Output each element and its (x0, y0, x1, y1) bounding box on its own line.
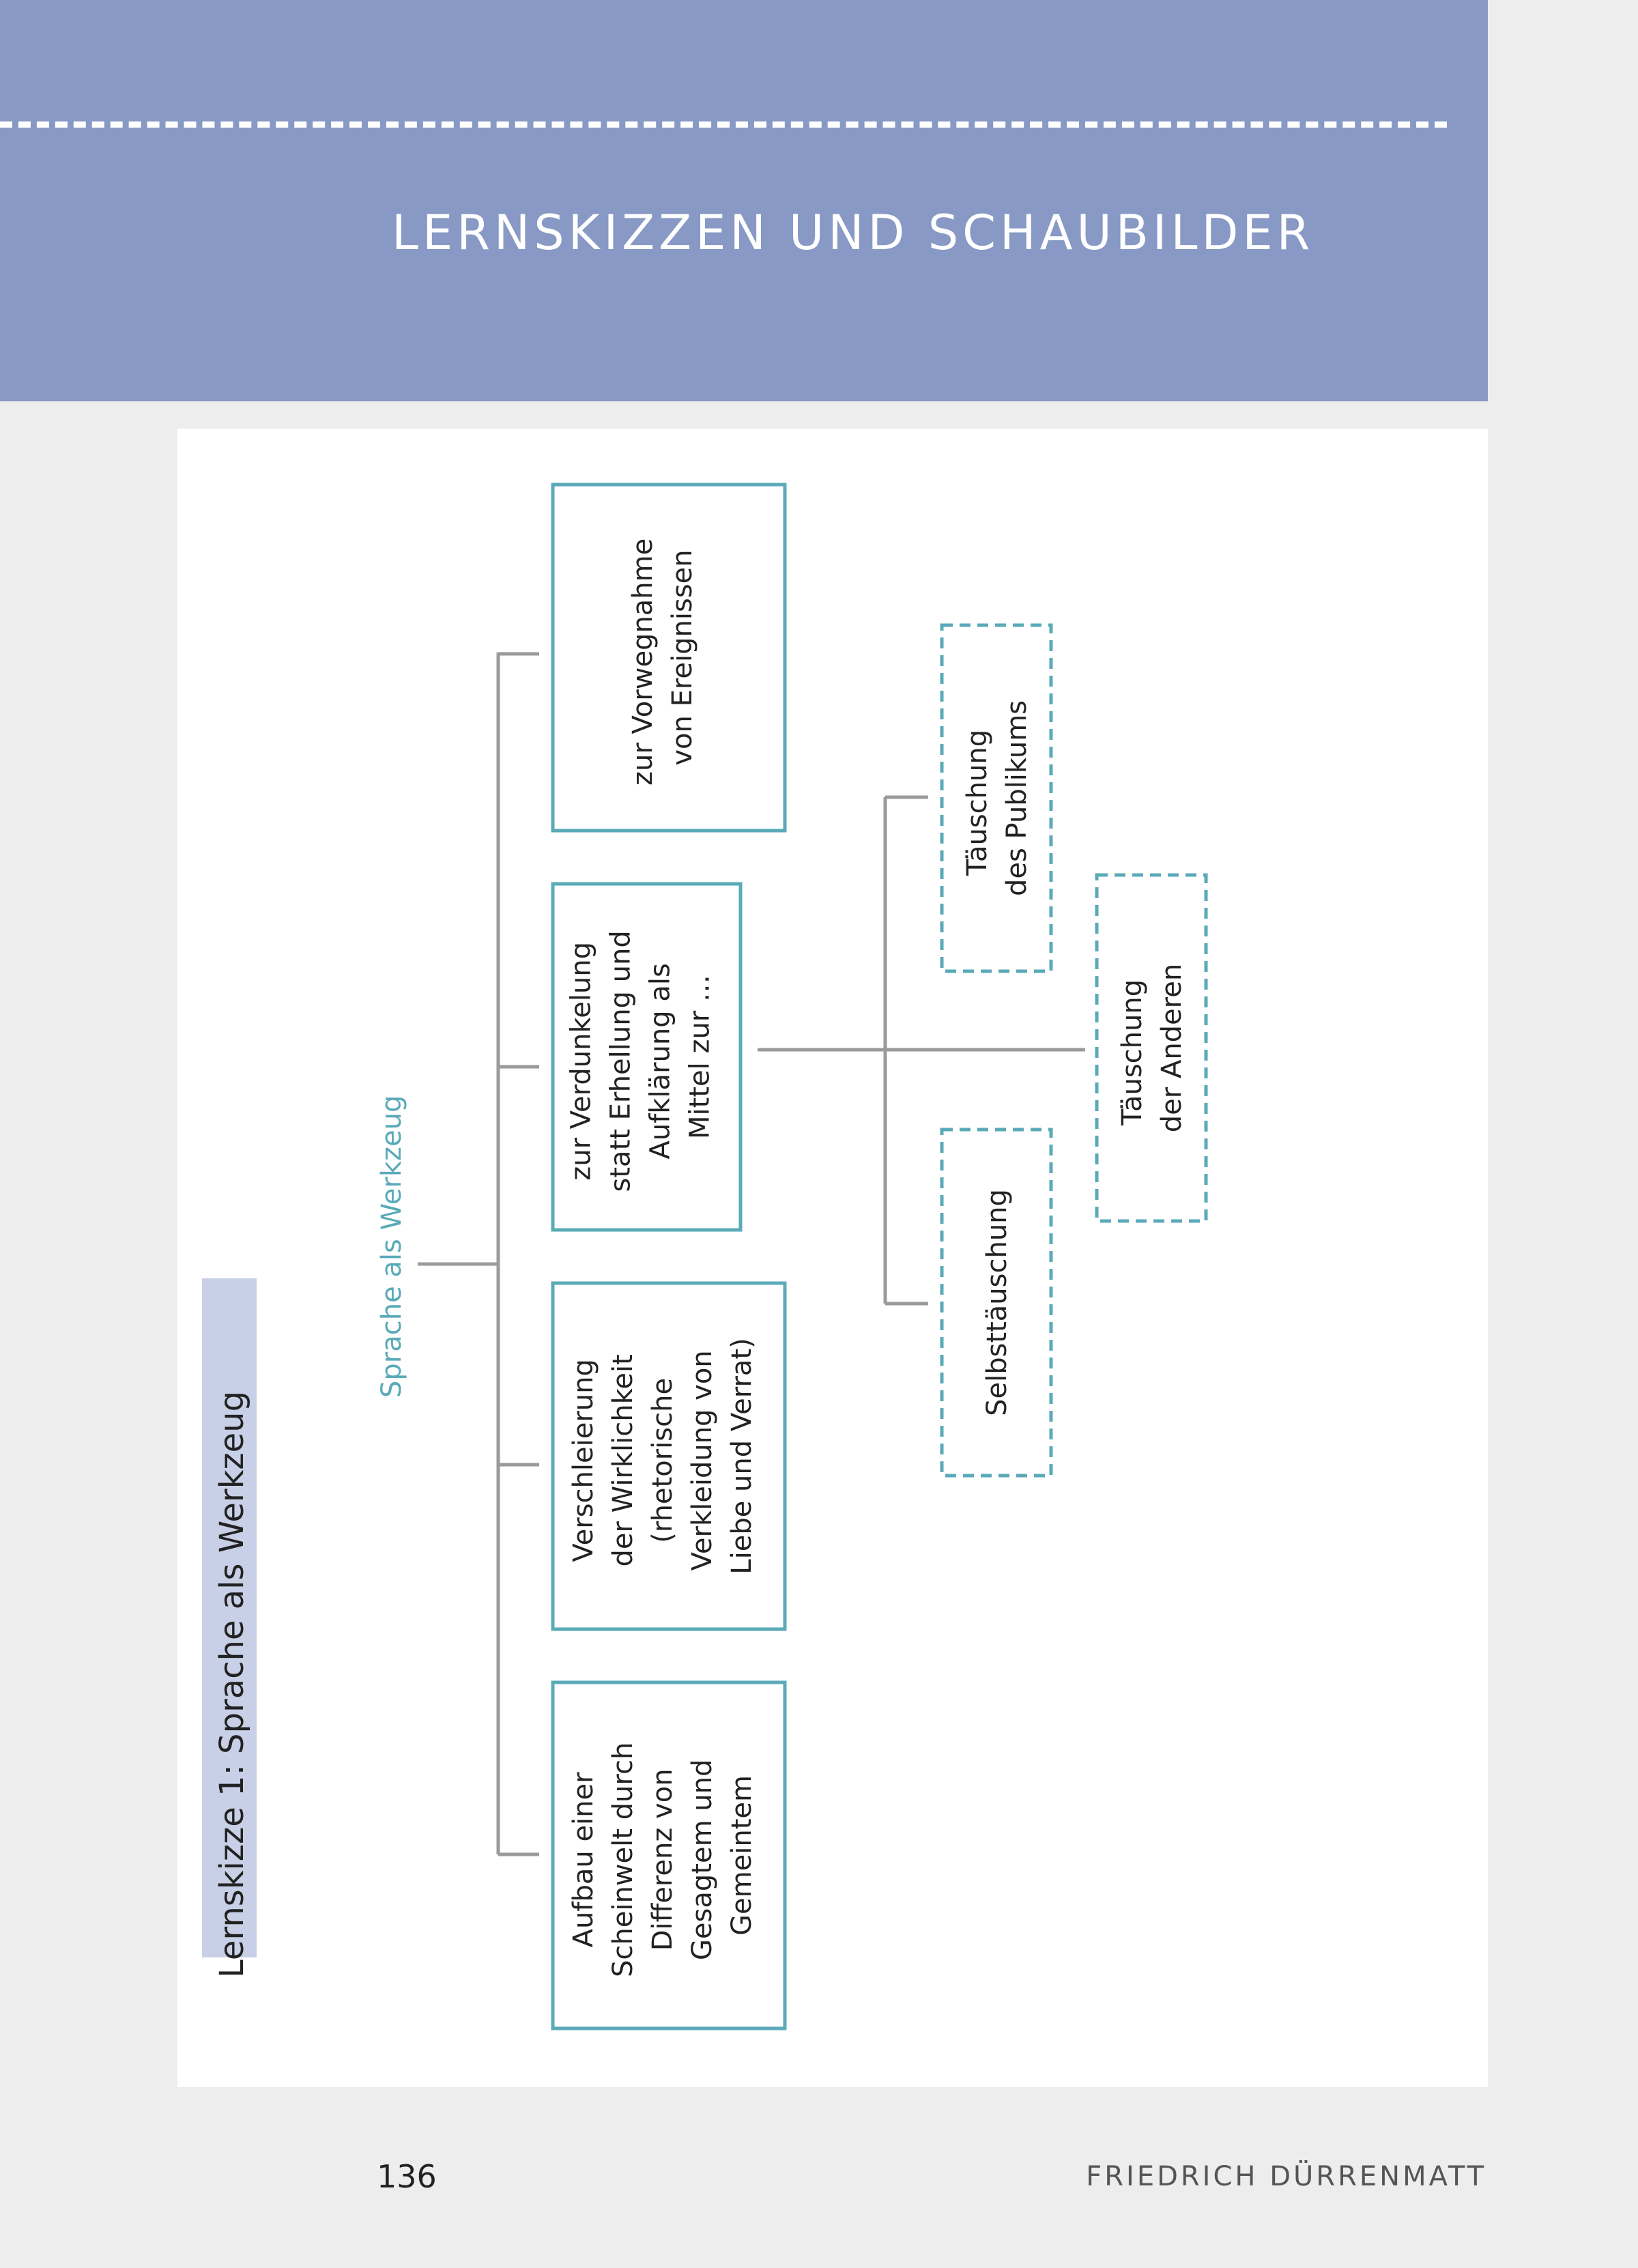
branch-4-line-1: zur Vorwegnahme (627, 539, 659, 786)
sub-2-line-2: des Publikums (1001, 700, 1033, 896)
branch-2-line-4: Verkleidung von (687, 1350, 718, 1570)
root-label: Sprache als Werkzeug (376, 1095, 407, 1398)
sub-3-line-1: Täuschung (1117, 979, 1148, 1126)
sub-text-3: Täuschung der Anderen (1117, 964, 1188, 1132)
branch-boxes (551, 483, 787, 2030)
mind-map-diagram: Lernskizze 1: Sprache als Werkzeug Sprac… (202, 483, 1208, 2030)
page-header: LERNSKIZZEN UND SCHAUBILDER (0, 0, 1488, 401)
branch-3-line-2: statt Erhellung und (605, 930, 637, 1192)
sub-2-line-1: Täuschung (962, 730, 993, 876)
branch-3-line-1: zur Verdunkelung (566, 942, 597, 1181)
header-dashed-rule (0, 121, 1447, 128)
branch-box-1 (551, 1680, 787, 2030)
diagram-heading: Lernskizze 1: Sprache als Werkzeug (213, 1391, 251, 1978)
branch-3-line-3: Aufklärung als (645, 963, 676, 1159)
diagram-card: Lernskizze 1: Sprache als Werkzeug Sprac… (177, 429, 1488, 2087)
branch-text-4: zur Vorwegnahme von Ereignissen (627, 530, 698, 786)
sub-text-1: Selbsttäuschung (981, 1189, 1013, 1416)
sub-boxes (940, 623, 1208, 1478)
branch-2-line-1: Verschleierung (568, 1359, 599, 1562)
section-title: LERNSKIZZEN UND SCHAUBILDER (392, 205, 1314, 261)
branch-box-4 (551, 483, 787, 833)
branch-1-line-3: Differenz von (647, 1768, 678, 1951)
sub-3-line-2: der Anderen (1156, 964, 1188, 1132)
sub-box-2 (940, 623, 1053, 973)
heading-band (202, 1278, 257, 1957)
branch-4-line-2: von Ereignissen (667, 549, 698, 765)
sub-1-line-1: Selbsttäuschung (981, 1189, 1013, 1416)
branch-1-line-2: Scheinwelt durch (607, 1742, 639, 1977)
sub-box-3 (1095, 873, 1208, 1223)
connectors (418, 652, 1085, 1856)
branch-1-line-1: Aufbau einer (568, 1772, 599, 1947)
branch-box-2 (551, 1281, 787, 1631)
sub-text-2: Täuschung des Publikums (962, 700, 1033, 896)
branch-text-2: Verschleierung der Wirklichkeit (rhetori… (568, 1338, 758, 1574)
branch-3-line-4: Mittel zur … (685, 975, 716, 1139)
footer-author: FRIEDRICH DÜRRENMATT (1086, 2161, 1486, 2192)
sub-box-1 (940, 1128, 1053, 1478)
branch-2-line-2: der Wirklichkeit (607, 1354, 639, 1566)
branch-2-line-5: Liebe und Verrat) (726, 1338, 758, 1574)
branch-1-line-5: Gemeintem (726, 1775, 758, 1936)
branch-text-3: zur Verdunkelung statt Erhellung und Auf… (566, 922, 716, 1192)
branch-text-1: Aufbau einer Scheinwelt durch Differenz … (568, 1734, 758, 1977)
page-number: 136 (377, 2158, 437, 2195)
branch-2-line-3: (rhetorische (647, 1378, 678, 1543)
branch-box-3 (551, 882, 743, 1232)
branch-1-line-4: Gesagtem und (687, 1760, 718, 1960)
